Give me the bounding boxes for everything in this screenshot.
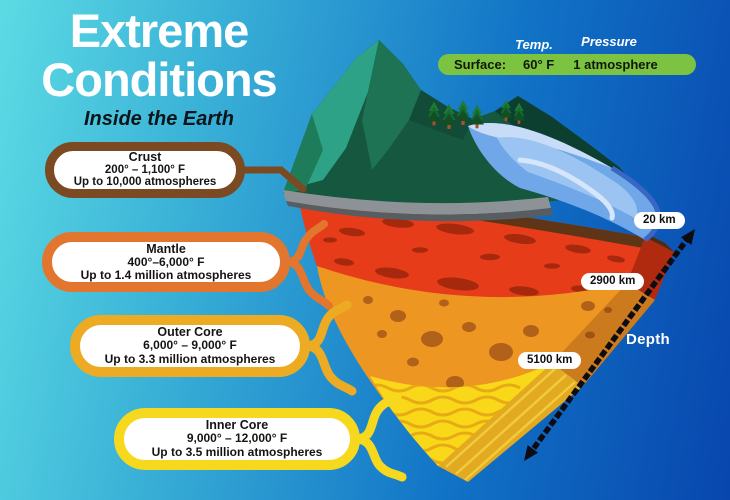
layer-pressure: Up to 3.3 million atmospheres [104,351,276,366]
layer-name: Outer Core [157,324,223,339]
depth-marker-20km: 20 km [634,212,685,229]
depth-marker-2900km: 2900 km [581,273,645,290]
crust-connector [228,166,307,193]
page-title: Extreme Conditions [0,6,318,104]
layer-pressure: Up to 10,000 atmospheres [73,176,217,189]
layer-temperature: 6,000° – 9,000° F [143,338,237,353]
title-line-1: Extreme [69,4,250,57]
pressure-column-label: Pressure [581,34,637,49]
mantle-connector [282,220,333,310]
layer-temperature: 200° – 1,100° F [104,163,186,176]
surface-pressure-value: 1 atmosphere [573,57,658,72]
page-subtitle: Inside the Earth [83,108,235,130]
layer-connectors [228,166,407,482]
inner-core-connector [351,392,407,482]
depth-arrow-icon [524,229,695,461]
layer-temperature: 400°–6,000° F [127,254,205,269]
layer-label-crust: Crust 200° – 1,100° F Up to 10,000 atmos… [45,142,245,198]
temperature-column-label: Temp. [515,37,553,52]
depth-axis-label: Depth [626,331,670,348]
surface-temp-value: 60° F [523,57,555,72]
surface-conditions-bar: Surface: 60° F 1 atmosphere [438,54,696,75]
layer-name: Inner Core [205,417,269,432]
layer-pressure: Up to 3.5 million atmospheres [151,444,323,459]
title-block: Extreme Conditions Inside the Earth [0,6,318,131]
mantle-texture-blobs [323,218,625,296]
layer-name: Crust [128,150,162,165]
rock-band [283,190,551,215]
layer-label-outer-core: Outer Core 6,000° – 9,000° F Up to 3.3 m… [70,315,310,377]
title-line-2: Conditions [41,53,277,106]
outer-core-connector [301,300,357,396]
layer-label-inner-core: Inner Core 9,000° – 12,000° F Up to 3.5 … [114,408,360,470]
layer-temperature: 9,000° – 12,000° F [186,431,288,446]
layer-name: Mantle [146,241,186,256]
layer-label-mantle: Mantle 400°–6,000° F Up to 1.4 million a… [42,232,290,292]
depth-marker-5100km: 5100 km [518,352,582,369]
layer-pressure: Up to 1.4 million atmospheres [80,267,252,282]
surface-label: Surface: [454,57,507,72]
